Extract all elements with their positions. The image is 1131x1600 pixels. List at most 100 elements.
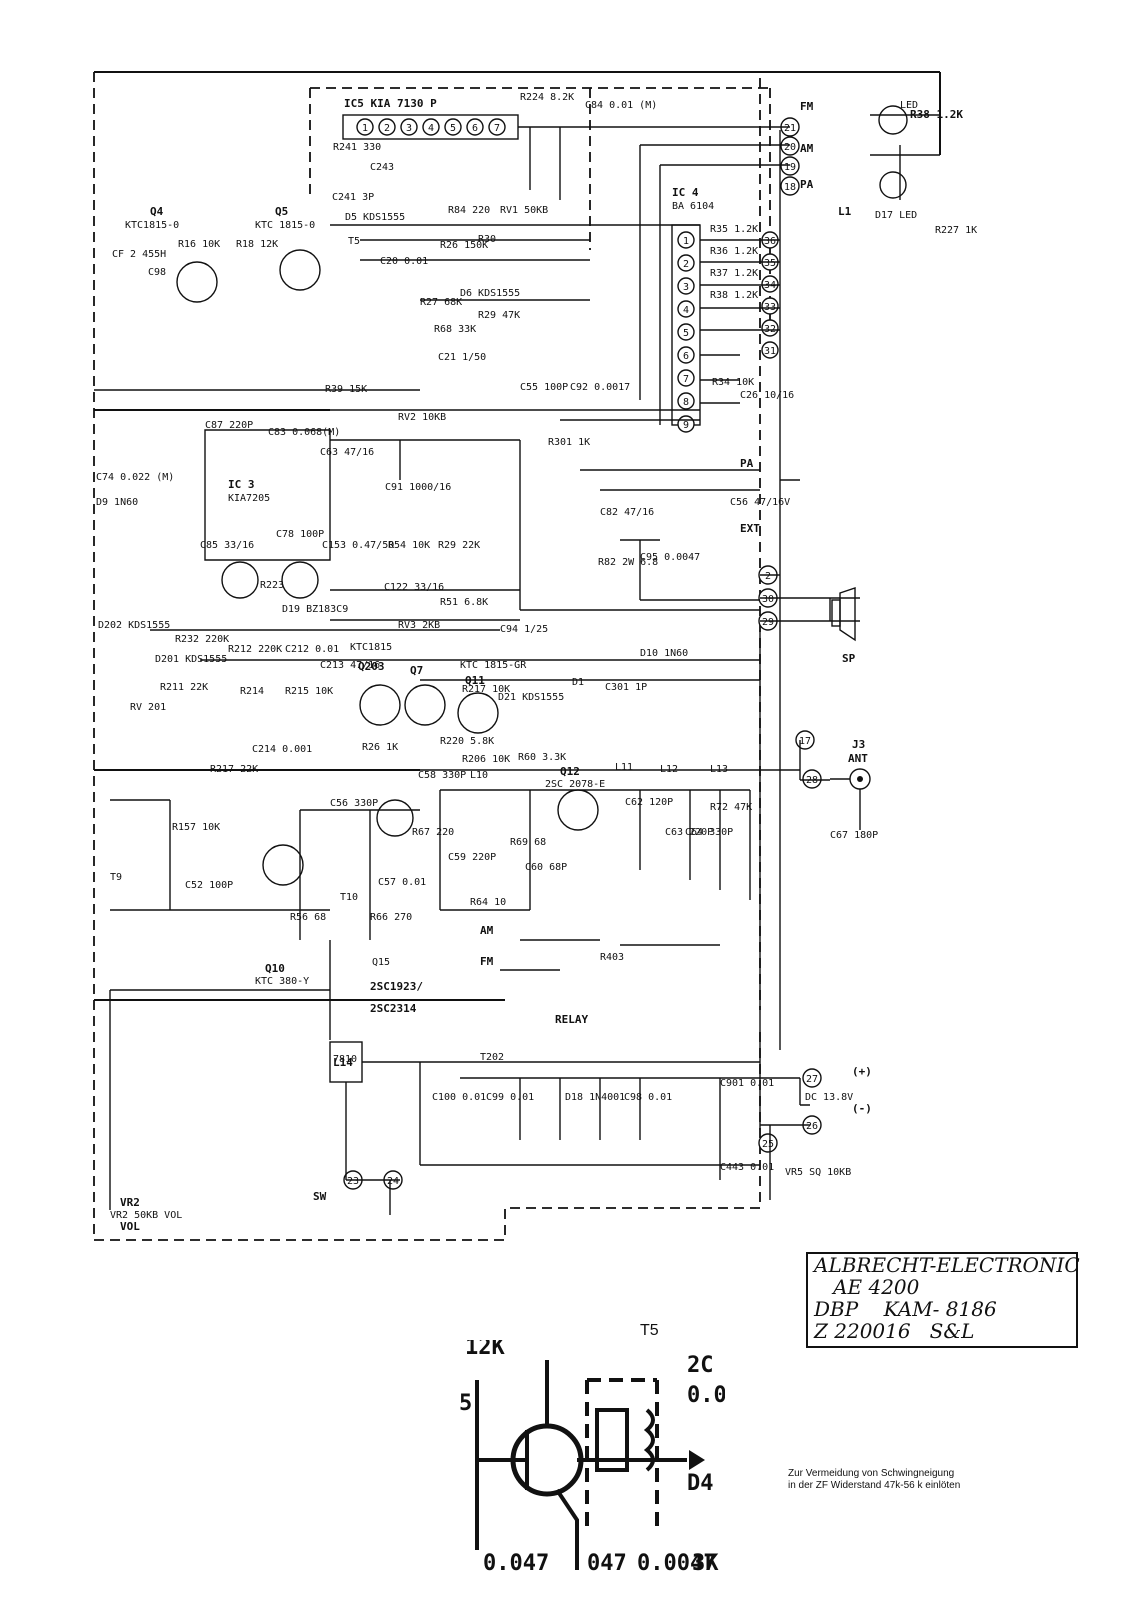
component-label: C58 330P [418, 770, 466, 781]
component-label: R60 3.3K [518, 752, 566, 763]
stamp-line-1: ALBRECHT-ELECTRONIC [814, 1253, 1080, 1277]
connector-pin-label: 21 [784, 123, 796, 134]
note-line-1: Zur Vermeidung von Schwingneigung [788, 1468, 955, 1479]
svg-text:KTC 1815-GR: KTC 1815-GR [460, 660, 527, 671]
ic4-pin-label: 9 [683, 420, 689, 431]
inset-label: 0.0 [687, 1383, 725, 1408]
note-line-2: in der ZF Widerstand 47k-56 k einlöten [788, 1480, 961, 1491]
component-label: R64 10 [470, 897, 506, 908]
component-label: D21 KDS1555 [498, 692, 564, 703]
ic4-pin-label: 5 [683, 328, 689, 339]
ic4-pin [677, 323, 695, 341]
component-label: C83 0.068(M) [268, 427, 340, 438]
component-label: L11 [615, 762, 633, 773]
connector-pin-label: 26 [806, 1121, 818, 1132]
ic4-pin-label: 1 [683, 236, 689, 247]
dc-plus-label: (+) [852, 1065, 872, 1078]
stamp-line-2: AE 4200 [814, 1275, 920, 1299]
connector-pin-label: 20 [784, 142, 796, 153]
ic5-pin-label: 6 [472, 123, 478, 134]
component-label: C85 33/16 [200, 540, 254, 551]
connector-pin-label: 29 [762, 617, 774, 628]
component-label: D201 KDS1555 [155, 654, 227, 665]
connector-pin-label: 24 [387, 1176, 399, 1187]
component-label: R30 [478, 234, 496, 245]
component-label: R66 270 [370, 912, 412, 923]
dc-minus-label: (-) [852, 1102, 872, 1115]
component-label: R72 47K [710, 802, 752, 813]
ic4-label: IC 4 [672, 186, 699, 199]
component-label: R227 1K [935, 225, 977, 236]
component-label: RV 201 [130, 702, 166, 713]
ext-label: EXT [740, 522, 760, 535]
stamp-line-3: DBP KAM- 8186 [814, 1297, 997, 1321]
component-label: R69 68 [510, 837, 546, 848]
vr2-label: VR2 [120, 1196, 140, 1209]
svg-text:KTC 380-Y: KTC 380-Y [255, 976, 309, 987]
wires [94, 114, 940, 1215]
component-label: C213 47/16 [320, 660, 380, 671]
ic4-pin [677, 392, 695, 410]
component-label: T202 [480, 1052, 504, 1063]
connector-pin [780, 156, 800, 176]
q15-part2: 2SC2314 [370, 1002, 417, 1015]
led-icon: R38 1.2K [878, 105, 963, 135]
component-label: R215 10K [285, 686, 333, 697]
ic5-pin-label: 1 [362, 123, 368, 134]
sw-label: SW [313, 1190, 327, 1203]
component-label: R301 1K [548, 437, 590, 448]
inset-caption: T5 [640, 1322, 659, 1339]
transistor-q-ic3-b [281, 561, 319, 599]
component-label: C63 220P [665, 827, 713, 838]
component-label: R67 220 [412, 827, 454, 838]
component-label: R38 1.2K [710, 290, 758, 301]
component-label: C78 100P [276, 529, 324, 540]
inset-label: 5 [459, 1391, 472, 1416]
component-label: C153 0.47/50 [322, 540, 394, 551]
ic4-output-pin [761, 297, 779, 315]
ic5-pin [378, 118, 396, 136]
svg-text:Q5: Q5 [275, 205, 288, 218]
connector-pin [780, 136, 800, 156]
ic4-pin-label: 3 [683, 282, 689, 293]
connector-pin [802, 769, 822, 789]
ic5-pin-label: 3 [406, 123, 412, 134]
stamp-line-4: Z 220016 S&L [814, 1319, 975, 1343]
ic4-pin [677, 277, 695, 295]
ic4-pin [677, 231, 695, 249]
component-label: R68 33K [434, 324, 476, 335]
component-label: T10 [340, 892, 358, 903]
component-label: R84 220 [448, 205, 490, 216]
component-label: C214 0.001 [252, 744, 312, 755]
connector-pin-label: 19 [784, 162, 796, 173]
component-label: R34 10K [712, 377, 754, 388]
antenna-j3: J3 ANT [830, 738, 871, 830]
q15-part1: 2SC1923/ [370, 980, 423, 993]
regulator-label: L14 [333, 1056, 353, 1069]
component-label: C64 330P [685, 827, 733, 838]
transistor-q4: Q4 KTC1815-0 [125, 205, 218, 303]
inset-label: D4 [687, 1471, 714, 1496]
component-label: C212 0.01 [285, 644, 339, 655]
component-label: R220 5.8K [440, 736, 494, 747]
ic4-output-pin [761, 341, 779, 359]
svg-text:J3: J3 [852, 738, 865, 751]
svg-text:2SC 2078-E: 2SC 2078-E [545, 779, 605, 790]
component-label: R18 12K [236, 239, 278, 250]
component-label: C84 0.01 (M) [585, 100, 657, 111]
component-label: R217 22K [210, 764, 258, 775]
pa-label: PA [800, 178, 814, 191]
am-switch-label: AM [480, 924, 494, 937]
transistor-q5: Q5 KTC 1815-0 [255, 205, 321, 291]
component-label: C301 1P [605, 682, 647, 693]
component-label: R54 10K [388, 540, 430, 551]
ic4-output-pin-label: 36 [764, 236, 776, 247]
ic5-pin-label: 5 [450, 123, 456, 134]
ic3-body [204, 429, 331, 561]
component-label: D202 KDS1555 [98, 620, 170, 631]
ic3-label: IC 3 [228, 478, 255, 491]
component-label: R82 2W 6.8 [598, 557, 658, 568]
component-label: T5 [348, 236, 360, 247]
component-label: D19 BZ183C9 [282, 604, 348, 615]
